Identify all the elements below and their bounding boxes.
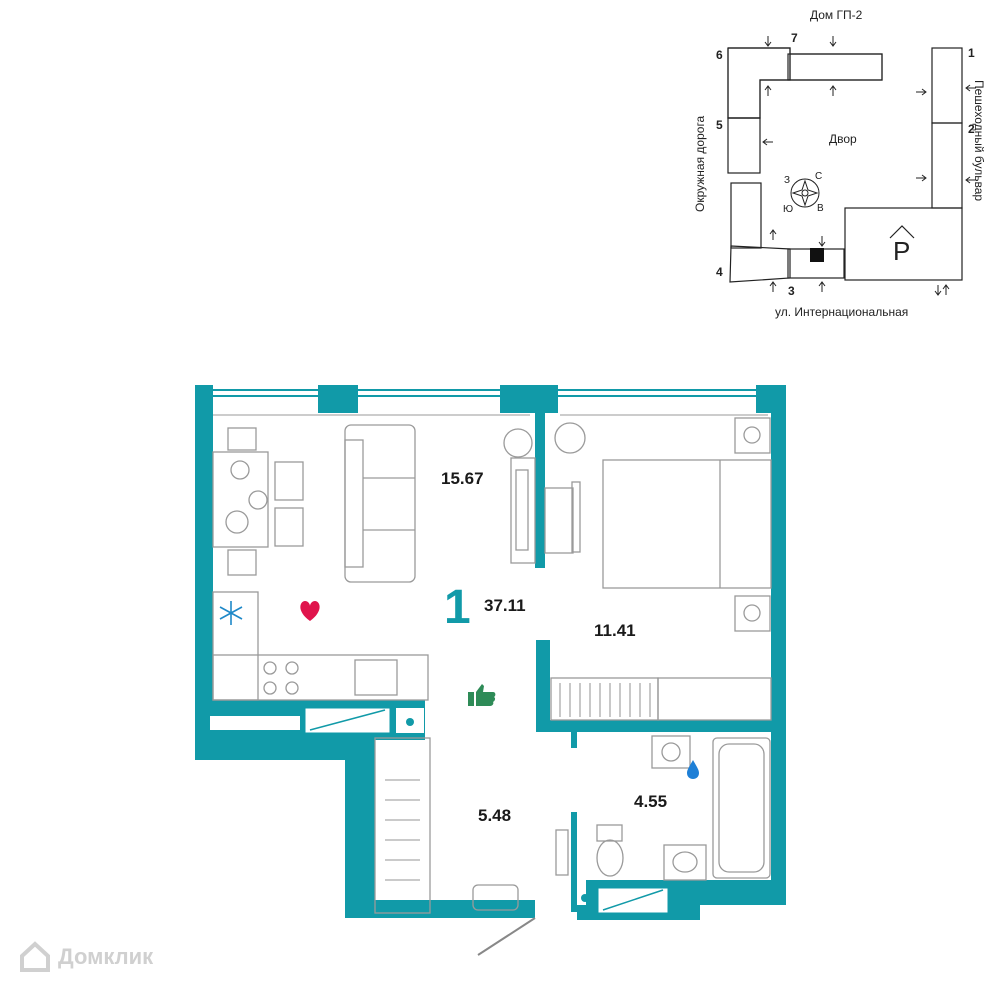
dining-table bbox=[212, 451, 269, 548]
compass-icon bbox=[790, 178, 820, 208]
windows bbox=[213, 389, 756, 397]
towel-rail bbox=[555, 829, 569, 876]
thumbs-up-icon bbox=[468, 684, 496, 706]
building-block-left-mid bbox=[727, 117, 761, 174]
site-plan bbox=[727, 36, 976, 296]
washing-machine bbox=[651, 735, 691, 769]
building-block-right-mid bbox=[931, 122, 963, 209]
apartment-marker bbox=[810, 248, 824, 262]
building-block-left-bottom bbox=[730, 182, 762, 249]
section-3: 3 bbox=[788, 284, 795, 298]
entrance-door bbox=[477, 917, 536, 956]
building-block-top bbox=[727, 47, 883, 119]
sofa bbox=[344, 424, 416, 583]
section-4: 4 bbox=[716, 265, 723, 279]
walls bbox=[195, 385, 786, 920]
section-1: 1 bbox=[968, 46, 975, 60]
sink bbox=[354, 659, 398, 696]
rooms-count: 1 bbox=[444, 581, 471, 634]
bottom-street-label: ул. Интернациональная bbox=[775, 305, 909, 319]
compass-s: Ю bbox=[783, 204, 794, 215]
heart-icon bbox=[300, 601, 320, 621]
section-2: 2 bbox=[968, 122, 975, 136]
bathroom-area: 4.55 bbox=[634, 792, 668, 811]
bed bbox=[602, 459, 772, 589]
building-block-right-top bbox=[931, 47, 963, 124]
house-icon bbox=[20, 941, 50, 972]
parking-building bbox=[844, 207, 963, 281]
wardrobe bbox=[550, 677, 659, 721]
section-5: 5 bbox=[716, 118, 723, 132]
stove bbox=[263, 661, 299, 695]
washbasin bbox=[663, 844, 707, 881]
building-block-bottom bbox=[729, 245, 791, 283]
parking-roof-icon bbox=[889, 225, 915, 239]
compass-n: С bbox=[815, 171, 823, 182]
house-label: Дом ГП-2 bbox=[810, 8, 863, 22]
tv-stand bbox=[510, 457, 536, 564]
bathtub bbox=[712, 737, 771, 879]
furniture bbox=[212, 417, 772, 914]
desk bbox=[657, 677, 772, 721]
section-6: 6 bbox=[716, 48, 723, 62]
hall-wardrobe bbox=[374, 737, 431, 914]
apartment-plan bbox=[195, 385, 786, 956]
left-road-label: Окружная дорога bbox=[693, 115, 707, 212]
entrance-arrows bbox=[762, 36, 976, 296]
doormat bbox=[472, 884, 519, 911]
kitchen-counter bbox=[212, 654, 429, 701]
water-drop-icon bbox=[687, 760, 699, 779]
section-7: 7 bbox=[791, 31, 798, 45]
bedroom-area: 11.41 bbox=[594, 621, 636, 640]
compass-e: В bbox=[817, 203, 824, 214]
toilet bbox=[596, 824, 624, 877]
building-block-top-right bbox=[787, 53, 883, 81]
compass-w: З bbox=[784, 175, 791, 186]
building-block-left-top bbox=[727, 47, 791, 119]
hall-area: 5.48 bbox=[478, 806, 512, 825]
snowflake-icon bbox=[219, 601, 243, 625]
watermark-text: Домклик bbox=[58, 944, 154, 969]
living-room-area: 15.67 bbox=[441, 469, 484, 488]
right-road-label: Пешеходный бульвар bbox=[972, 80, 986, 202]
total-area: 37.11 bbox=[484, 596, 526, 615]
watermark: Домклик bbox=[18, 940, 153, 974]
parking-icon: P bbox=[893, 236, 911, 266]
yard-label: Двор bbox=[829, 132, 857, 146]
plant-icon bbox=[503, 422, 586, 458]
